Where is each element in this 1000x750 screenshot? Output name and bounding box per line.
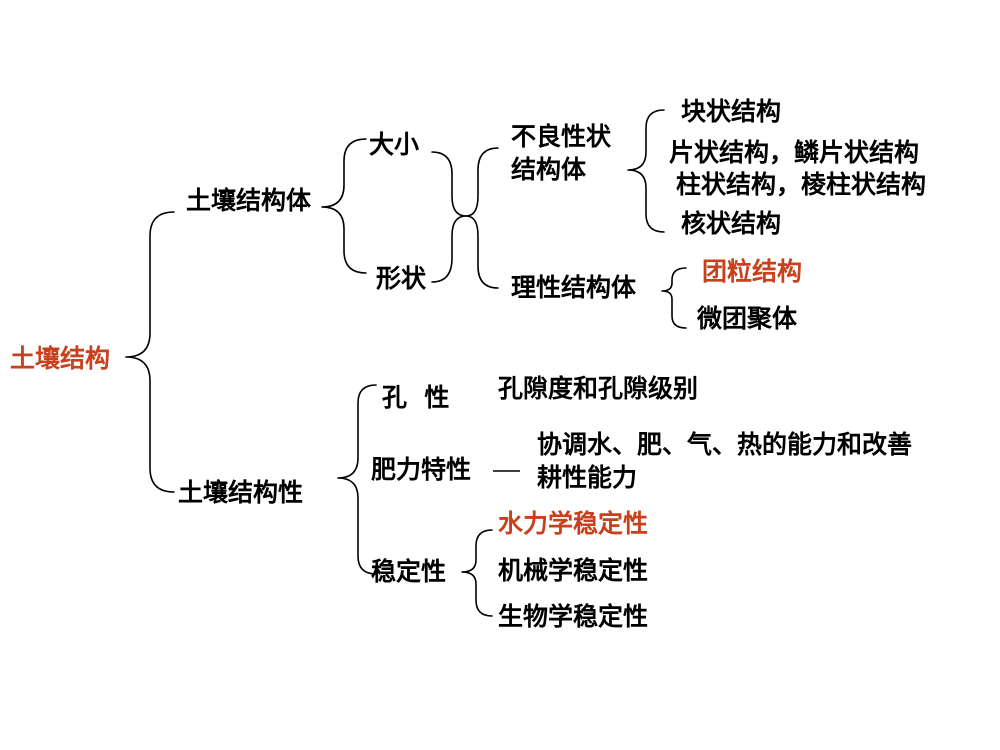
brace-size-shape-right [465, 147, 499, 289]
structure-body-label: 土壤结构体 [186, 186, 312, 215]
stability-item-biological: 生物学稳定性 [498, 602, 649, 631]
poor-item-platy: 片状结构，鳞片状结构 [669, 138, 920, 167]
poor-item-columnar: 柱状结构，棱柱状结构 [676, 170, 927, 199]
fertility-label: 肥力特性 [371, 455, 472, 484]
brace-stability [461, 529, 493, 617]
structure-property-label: 土壤结构性 [178, 478, 304, 507]
brace-poor-structure [627, 109, 665, 233]
brace-root [125, 211, 175, 493]
brace-structure-body [321, 138, 367, 274]
stability-item-hydraulic: 水力学稳定性 [498, 509, 649, 538]
fertility-desc-line1: 协调水、肥、气、热的能力和改善 [537, 430, 913, 459]
fertility-desc-line2: 耕性能力 [537, 463, 638, 492]
poor-structure-label-line2: 结构体 [511, 155, 587, 184]
porosity-desc: 孔隙度和孔隙级别 [498, 374, 699, 403]
brace-size-shape-left [431, 151, 467, 283]
poor-structure-label-line1: 不良性状 [511, 122, 612, 151]
size-label: 大小 [369, 130, 420, 159]
stability-label: 稳定性 [371, 557, 447, 586]
poor-item-nuciform: 核状结构 [681, 209, 782, 238]
brace-ideal-structure [661, 267, 687, 329]
porosity-label: 孔 性 [382, 383, 450, 412]
brace-structure-property [337, 384, 377, 575]
ideal-item-microaggregate: 微团聚体 [697, 304, 798, 333]
stability-item-mechanical: 机械学稳定性 [498, 556, 649, 585]
poor-item-block: 块状结构 [681, 97, 782, 126]
ideal-item-granular: 团粒结构 [702, 257, 803, 286]
root-label: 土壤结构 [10, 344, 111, 373]
ideal-structure-label: 理性结构体 [511, 273, 637, 302]
shape-label: 形状 [376, 264, 427, 293]
